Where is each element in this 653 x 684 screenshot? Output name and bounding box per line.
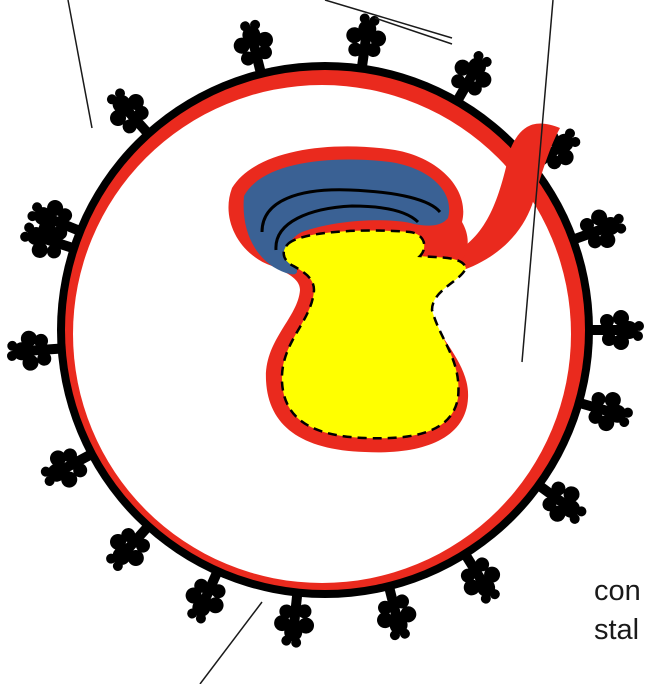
- connecting-stalk-label-line1: con: [594, 577, 641, 606]
- leader-line-bottom: [200, 602, 262, 684]
- leader-line-top-villi-2: [375, 18, 452, 44]
- chorionic-villus-icon: [5, 329, 63, 373]
- yolk-sac: [282, 231, 466, 439]
- chorionic-villus-icon: [589, 310, 644, 350]
- leader-line-top-left: [68, 0, 92, 128]
- chorionic-villus-icon: [272, 590, 318, 649]
- connecting-stalk-label-line2: stal: [594, 616, 639, 645]
- leader-line-top-villi: [325, 0, 452, 38]
